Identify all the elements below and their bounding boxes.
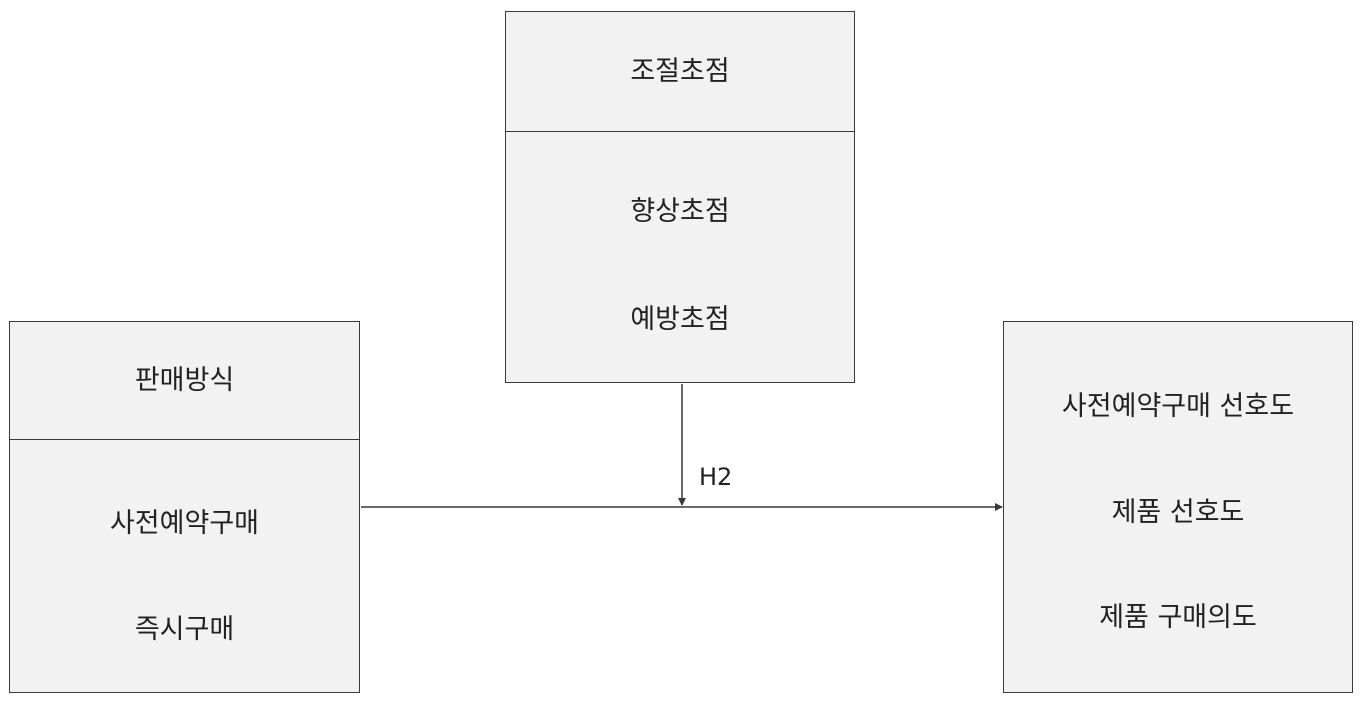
dependent-item-purchase-intention: 제품 구매의도 bbox=[1099, 602, 1257, 633]
dependent-item-product-preference: 제품 선호도 bbox=[1111, 497, 1245, 528]
moderator-item-promotion: 향상초점 bbox=[630, 196, 730, 227]
independent-item-preorder: 사전예약구매 bbox=[109, 508, 260, 539]
moderator-title: 조절초점 bbox=[630, 55, 730, 87]
independent-item-immediate: 즉시구매 bbox=[134, 614, 235, 645]
hypothesis-label: H2 bbox=[699, 463, 733, 491]
dependent-box: 사전예약구매 선호도 제품 선호도 제품 구매의도 bbox=[1003, 321, 1353, 693]
moderator-header: 조절초점 bbox=[506, 12, 854, 132]
moderator-item-prevention: 예방초점 bbox=[630, 304, 730, 335]
dependent-item-preorder-preference: 사전예약구매 선호도 bbox=[1061, 391, 1295, 422]
independent-header: 판매방식 bbox=[10, 322, 359, 440]
independent-title: 판매방식 bbox=[134, 364, 235, 396]
independent-box: 판매방식 사전예약구매 즉시구매 bbox=[9, 321, 360, 693]
moderator-box: 조절초점 향상초점 예방초점 bbox=[505, 11, 855, 383]
